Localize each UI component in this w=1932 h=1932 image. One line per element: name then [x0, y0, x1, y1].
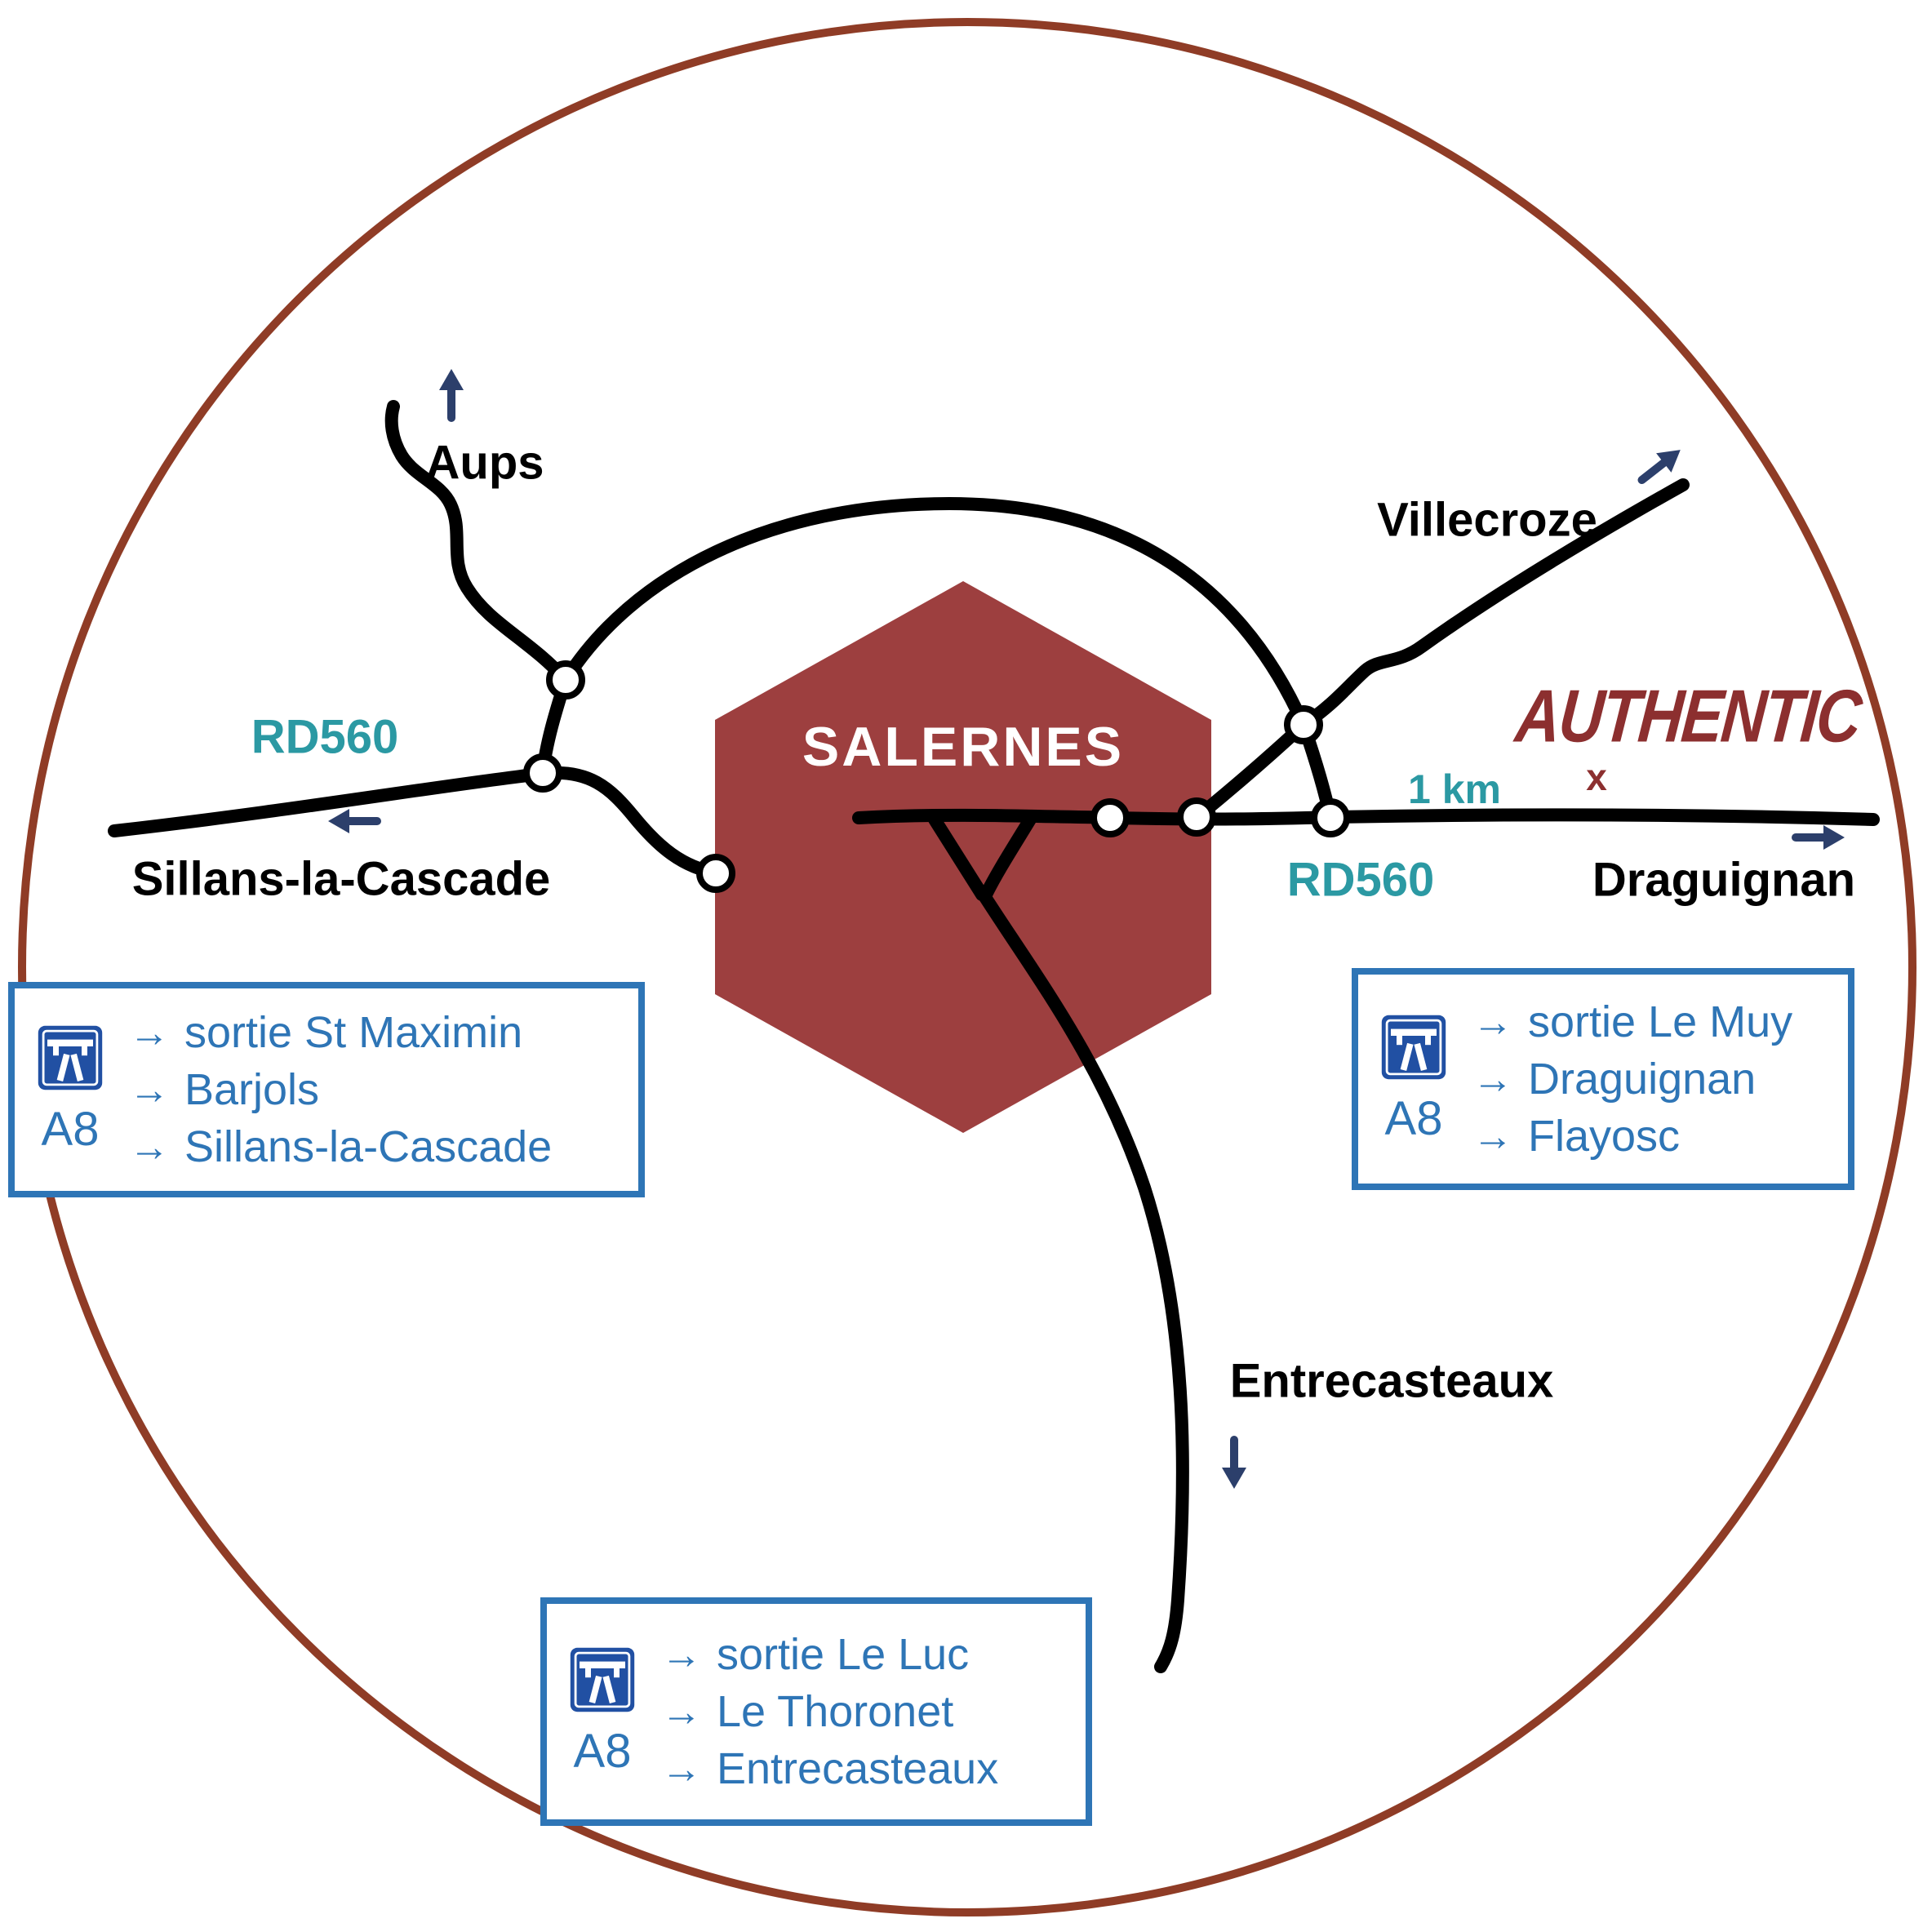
exit-row: → Sillans-la-Cascade: [129, 1121, 552, 1172]
arrow-right-icon: →: [129, 1010, 170, 1055]
exit-row: → Barjols: [129, 1064, 552, 1115]
exit-row: → sortie St Maximin: [129, 1007, 552, 1058]
road-aups: [384, 400, 572, 686]
a8-west-exits-box: A8 → sortie St Maximin → Barjols → Silla…: [8, 982, 645, 1197]
junction-node: [1090, 798, 1130, 837]
junction-node: [1177, 797, 1216, 837]
exit-label: Barjols: [184, 1065, 320, 1114]
arrow-right-icon: →: [129, 1124, 170, 1170]
entrecasteaux-direction-arrow-icon: [1222, 1436, 1246, 1489]
exit-row: → Le Thoronet: [661, 1686, 998, 1737]
road-villecroze: [1297, 478, 1690, 731]
a8-road-label: A8: [573, 1724, 632, 1778]
exit-label: Sillans-la-Cascade: [184, 1122, 553, 1171]
exit-label: sortie St Maximin: [184, 1008, 523, 1057]
sillans-label: Sillans-la-Cascade: [131, 852, 551, 906]
draguignan-direction-arrow-icon: [1792, 825, 1845, 850]
road-rd560-west: [108, 767, 548, 837]
exit-label: sortie Le Muy: [1528, 997, 1793, 1046]
a8-south-exits-box: A8 → sortie Le Luc → Le Thoronet → Entre…: [540, 1597, 1092, 1826]
junction-node: [546, 660, 585, 700]
junction-node: [1284, 705, 1323, 744]
exit-list: → sortie St Maximin → Barjols → Sillans-…: [129, 1007, 552, 1172]
arrow-right-icon: →: [1472, 999, 1513, 1045]
draguignan-label: Draguignan: [1592, 853, 1856, 907]
exit-label: Entrecasteaux: [717, 1744, 999, 1793]
road-triangle-west: [1192, 718, 1310, 823]
junction-node: [523, 753, 562, 793]
arrow-right-icon: →: [661, 1632, 702, 1677]
motorway-sign-column: A8: [36, 1024, 104, 1157]
exit-label: Flayosc: [1528, 1112, 1681, 1161]
exit-list: → sortie Le Luc → Le Thoronet → Entrecas…: [661, 1629, 998, 1794]
rd560-east-label: RD560: [1286, 853, 1435, 907]
exit-label: Le Thoronet: [717, 1687, 954, 1736]
motorway-icon: [1379, 1013, 1448, 1081]
road-town-fork-left: [928, 813, 988, 901]
motorway-icon: [36, 1024, 104, 1092]
junction-node: [696, 854, 735, 893]
motorway-sign-column: A8: [1379, 1013, 1448, 1146]
junction-nodes: [523, 660, 1350, 893]
road-rd560-east: [852, 808, 1880, 826]
exit-label: sortie Le Luc: [717, 1630, 970, 1679]
junction-node: [1311, 798, 1350, 837]
exit-list: → sortie Le Muy → Draguignan → Flayosc: [1472, 997, 1792, 1161]
road-entrecasteaux: [975, 886, 1189, 1673]
sillans-direction-arrow-icon: [328, 809, 381, 833]
entrecasteaux-label: Entrecasteaux: [1229, 1354, 1554, 1408]
road-town-fork-right: [979, 813, 1037, 901]
arrow-right-icon: →: [661, 1689, 702, 1734]
exit-row: → Draguignan: [1472, 1054, 1792, 1104]
arrow-right-icon: →: [1472, 1113, 1513, 1159]
arrow-right-icon: →: [661, 1746, 702, 1792]
arrow-right-icon: →: [1472, 1056, 1513, 1102]
exit-label: Draguignan: [1528, 1055, 1757, 1104]
town-name-label: SALERNES: [802, 716, 1125, 778]
motorway-icon: [568, 1646, 637, 1714]
aups-label: Aups: [425, 436, 544, 490]
aups-direction-arrow-icon: [439, 369, 464, 422]
rd560-west-label: RD560: [251, 710, 399, 764]
villecroze-label: Villecroze: [1377, 493, 1597, 547]
road-bypass-arc: [559, 497, 1310, 731]
villecroze-direction-arrow-icon: [1637, 450, 1681, 485]
brand-logo: AUTHENTIC: [1512, 675, 1864, 758]
brand-location-marker: x: [1586, 756, 1607, 798]
a8-road-label: A8: [1384, 1091, 1443, 1145]
a8-road-label: A8: [41, 1102, 100, 1156]
exit-row: → Entrecasteaux: [661, 1743, 998, 1794]
scale-label: 1 km: [1408, 766, 1501, 812]
a8-east-exits-box: A8 → sortie Le Muy → Draguignan → Flayos…: [1352, 968, 1854, 1190]
motorway-sign-column: A8: [568, 1646, 637, 1779]
exit-row: → Flayosc: [1472, 1111, 1792, 1161]
map-boundary-circle: [18, 18, 1916, 1916]
exit-row: → sortie Le Muy: [1472, 997, 1792, 1047]
exit-row: → sortie Le Luc: [661, 1629, 998, 1680]
arrow-right-icon: →: [129, 1067, 170, 1113]
